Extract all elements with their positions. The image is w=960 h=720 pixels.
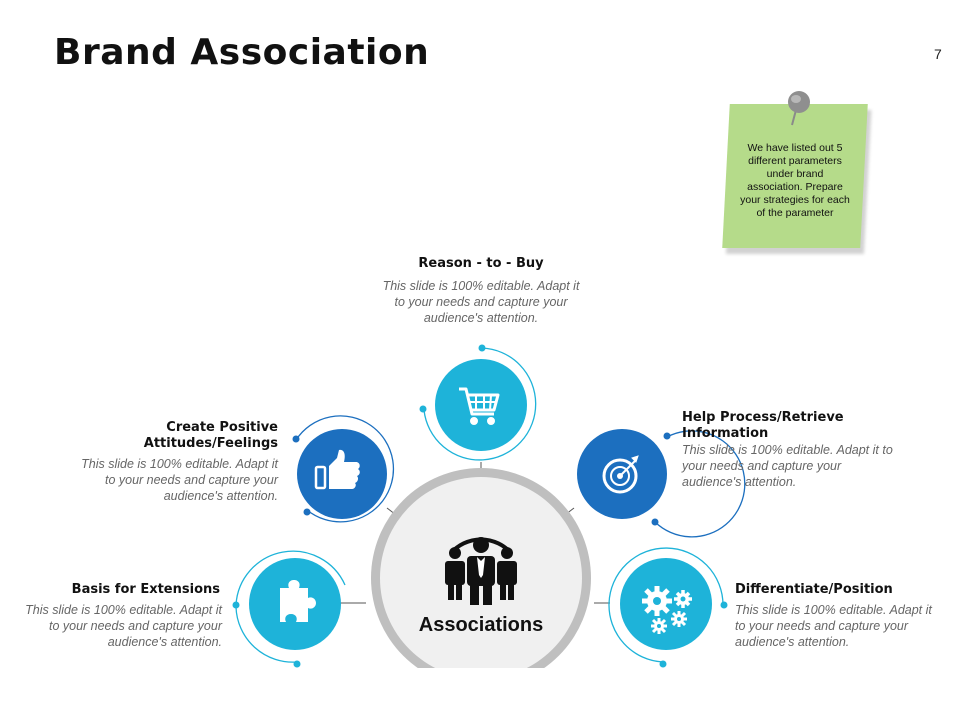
desc-basis-extensions: This slide is 100% editable. Adapt it to… (25, 603, 222, 649)
heading-help-process: Help Process/Retrieve Information (682, 410, 844, 441)
center-label: Associations (418, 614, 544, 636)
node-reason-to-buy (419, 344, 537, 461)
heading-reason-to-buy: Reason - to - Buy (418, 256, 544, 271)
page-title: Brand Association (54, 32, 430, 73)
node-positive-attitudes (292, 415, 395, 523)
shopping-cart-icon (459, 387, 500, 425)
desc-differentiate: This slide is 100% editable. Adapt it to… (735, 603, 932, 649)
page-number: 7 (934, 46, 942, 62)
heading-differentiate: Differentiate/Position (735, 582, 893, 597)
people-group-icon (445, 537, 517, 605)
bottom-mask (0, 668, 960, 720)
desc-help-process: This slide is 100% editable. Adapt it to… (682, 443, 893, 489)
pushpin-icon (788, 91, 810, 126)
desc-positive-attitudes: This slide is 100% editable. Adapt it to… (81, 457, 278, 503)
node-basis-extensions (232, 550, 346, 668)
puzzle-piece-icon (280, 580, 316, 622)
target-icon (602, 455, 639, 494)
heading-positive-attitudes: Create Positive Attitudes/Feelings (143, 420, 278, 451)
node-help-process (577, 429, 746, 538)
desc-reason-to-buy: This slide is 100% editable. Adapt it to… (382, 279, 580, 325)
gears-icon (642, 586, 692, 634)
heading-basis-extensions: Basis for Extensions (71, 582, 220, 597)
note-text: We have listed out 5 different parameter… (740, 142, 850, 219)
thumbs-up-icon (314, 449, 360, 490)
node-differentiate (608, 547, 728, 668)
